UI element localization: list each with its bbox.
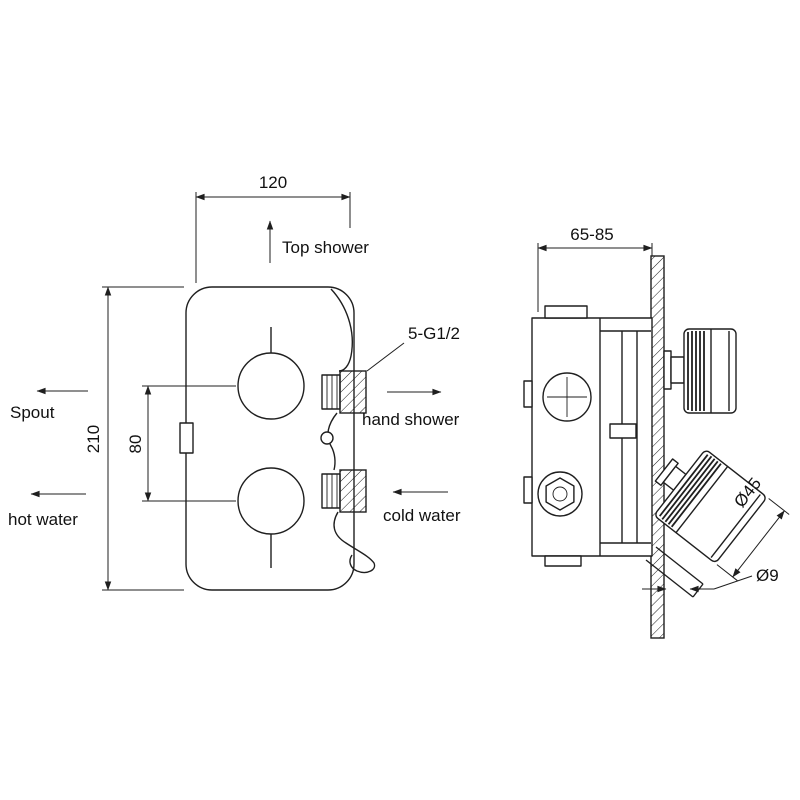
top-shower-text: Top shower — [282, 238, 369, 257]
label-hot-water: hot water — [8, 490, 86, 529]
dim-width-text: 120 — [259, 173, 287, 192]
label-top-shower: Top shower — [266, 220, 369, 263]
side-profile-wave — [320, 288, 376, 574]
port-bottom-hex — [537, 471, 583, 517]
thread-leader — [366, 342, 405, 372]
dim-depth: 65-85 — [537, 225, 653, 312]
label-cold-water: cold water — [383, 488, 461, 525]
dim-width-120: 120 — [195, 173, 351, 283]
dim-spacing-80: 80 — [126, 385, 236, 502]
label-thread: 5-G1/2 — [366, 324, 460, 372]
label-hand-shower: hand shower — [362, 388, 460, 429]
dim-depth-text: 65-85 — [570, 225, 613, 244]
side-view: 65-85 — [523, 225, 790, 639]
dim-height-210: 210 — [84, 286, 184, 591]
side-outlet-tab — [179, 422, 194, 454]
valve-body-side — [523, 305, 653, 567]
spout-text: Spout — [10, 403, 55, 422]
handle-bottom — [654, 450, 790, 582]
handle-top — [663, 328, 737, 414]
label-spout: Spout — [10, 387, 88, 422]
hot-water-text: hot water — [8, 510, 78, 529]
wall-plate — [650, 255, 665, 639]
dim-stem-text: Ø9 — [756, 566, 779, 585]
thread-text: 5-G1/2 — [408, 324, 460, 343]
cold-water-text: cold water — [383, 506, 461, 525]
dim-height-text: 210 — [84, 425, 103, 453]
fitting-bottom — [321, 469, 367, 513]
top-knob — [237, 352, 305, 420]
port-top — [542, 372, 592, 422]
dim-spacing-text: 80 — [126, 435, 145, 454]
valve-body-front — [179, 286, 355, 591]
hand-shower-text: hand shower — [362, 410, 460, 429]
profile-screw-hole — [320, 431, 334, 445]
bottom-knob — [237, 467, 305, 535]
body-clip — [609, 423, 637, 439]
dim-stem-diameter: Ø9 — [642, 566, 779, 593]
fitting-top — [321, 370, 367, 414]
front-view: 120 Top shower 210 80 Spout — [8, 173, 461, 591]
